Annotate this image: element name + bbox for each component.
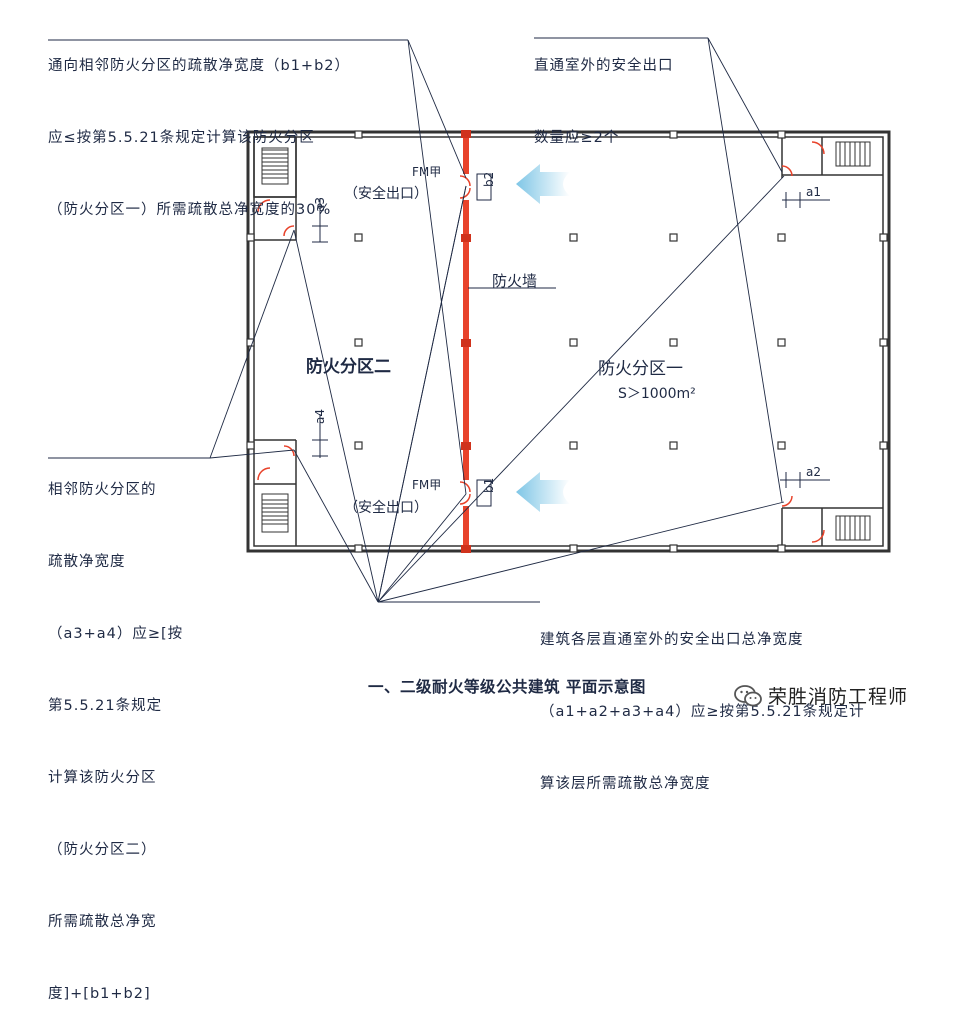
dim-b2: b2 [482, 172, 496, 187]
stair-right-top [781, 137, 883, 178]
evacuation-arrows [516, 164, 570, 512]
note-line: 疏散净宽度 [48, 554, 126, 570]
note-line: 所需疏散总净宽 [48, 914, 157, 930]
note-top-right: 直通室外的安全出口 数量应≥2个 [534, 6, 674, 174]
note-line: （防火分区二） [48, 842, 157, 858]
note-line: 应≤按第5.5.21条规定计算该防火分区 [48, 130, 315, 146]
fm-label-top: FM甲 [412, 165, 441, 179]
column-grid [246, 130, 888, 553]
note-line: 计算该防火分区 [48, 770, 157, 786]
leader-lines [48, 37, 785, 603]
dimension-marks [312, 173, 830, 507]
stair-left-bottom [254, 439, 297, 546]
note-left: 相邻防火分区的 疏散净宽度 （a3+a4）应≥[按 第5.5.21条规定 计算该… [48, 430, 183, 1030]
exit-label-bottom: （安全出口） [344, 499, 428, 516]
dim-a3: a3 [313, 197, 327, 212]
fm-label-bottom: FM甲 [412, 478, 441, 492]
note-top-left: 通向相邻防火分区的疏散净宽度（b1+b2） 应≤按第5.5.21条规定计算该防火… [48, 6, 350, 246]
firewall-label: 防火墙 [492, 272, 537, 290]
figure-caption: 一、二级耐火等级公共建筑 平面示意图 [368, 678, 646, 696]
note-line: 相邻防火分区的 [48, 482, 157, 498]
zone1-area: S＞1000m² [618, 386, 696, 402]
stair-left-top [253, 136, 297, 241]
zone1-name: 防火分区一 [598, 359, 683, 379]
zone2-name: 防火分区二 [306, 356, 391, 377]
stair-right-bottom [781, 495, 883, 546]
note-line: 直通室外的安全出口 [534, 58, 674, 74]
note-line: （a1+a2+a3+a4）应≥按第5.5.21条规定计 [540, 704, 865, 720]
brand-watermark: 荣胜消防工程师 [734, 682, 908, 709]
note-line: 第5.5.21条规定 [48, 698, 163, 714]
dim-a2: a2 [806, 465, 821, 479]
note-line: （a3+a4）应≥[按 [48, 626, 184, 642]
note-line: 算该层所需疏散总净宽度 [540, 776, 711, 792]
exit-label-top: （安全出口） [344, 185, 428, 202]
brand-name: 荣胜消防工程师 [768, 686, 909, 708]
note-line: （防火分区一）所需疏散总净宽度的30% [48, 202, 332, 218]
dim-a1: a1 [806, 185, 821, 199]
note-line: 通向相邻防火分区的疏散净宽度（b1+b2） [48, 58, 351, 74]
floor-plan-diagram: b2 b1 a3 a4 a1 a2 FM甲 （安全出口） FM甲 （安全出口） … [48, 37, 891, 603]
firewall [459, 130, 473, 553]
wechat-icon [734, 684, 762, 706]
note-line: 数量应≥2个 [534, 130, 620, 146]
note-line: 建筑各层直通室外的安全出口总净宽度 [540, 632, 804, 648]
dim-a4: a4 [313, 409, 327, 424]
note-line: 度]+[b1+b2] [48, 986, 151, 1002]
